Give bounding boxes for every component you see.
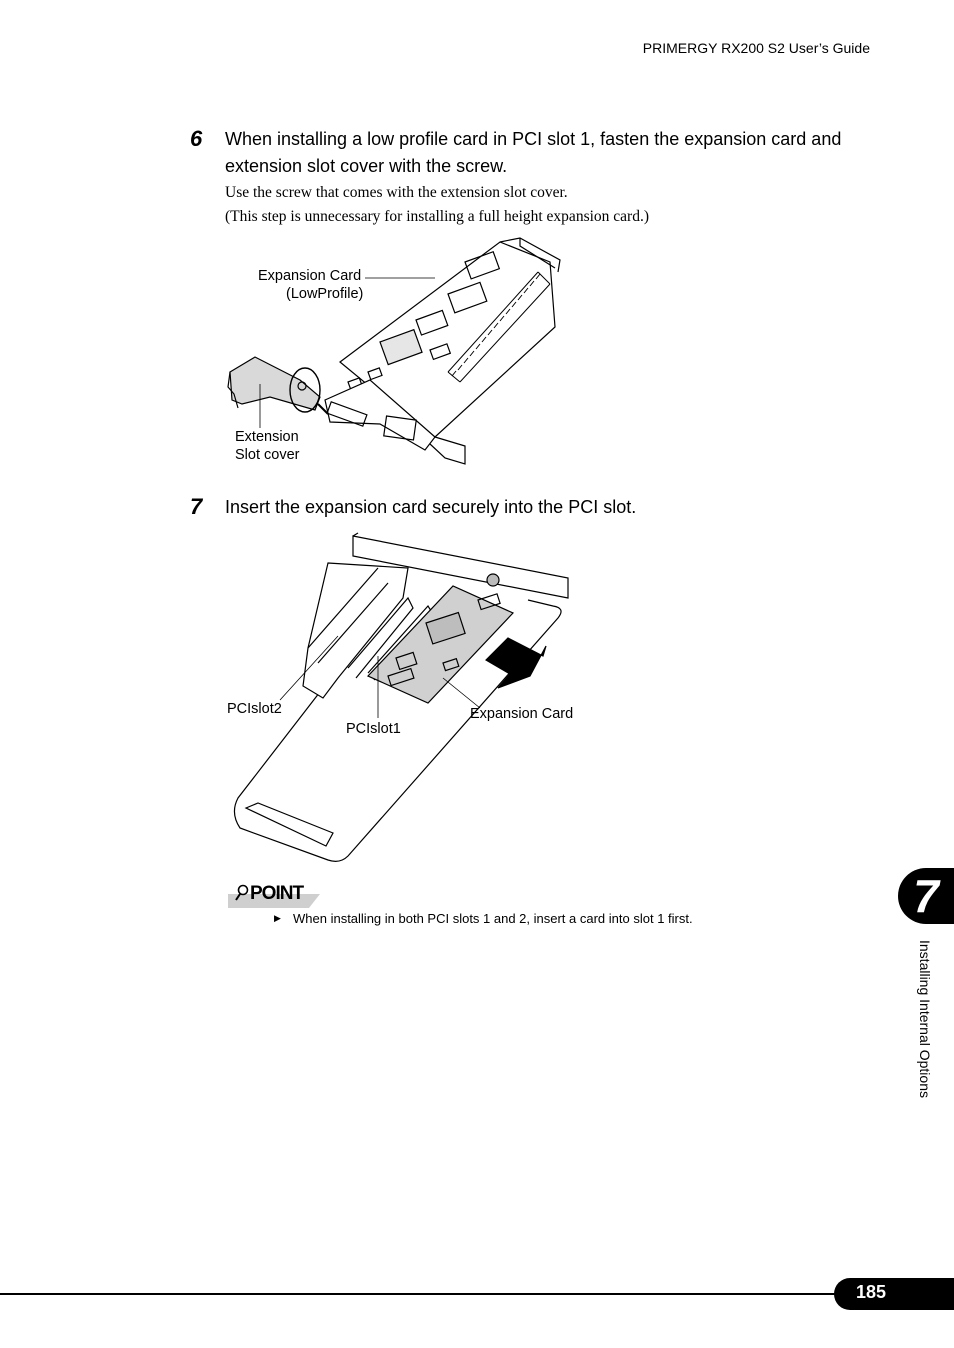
step-6-note-1: Use the screw that comes with the extens… <box>225 184 568 201</box>
page-number: 185 <box>856 1282 887 1302</box>
step-6-text-line2: extension slot cover with the screw. <box>225 156 508 176</box>
step-6-note-2: (This step is unnecessary for installing… <box>225 208 649 225</box>
bullet-triangle-icon: ▶ <box>274 913 281 923</box>
chapter-tab: 7 <box>898 868 954 924</box>
figure-pci-slot-insertion-illustration <box>228 528 578 868</box>
point-bullet-text: When installing in both PCI slots 1 and … <box>293 911 693 926</box>
step-7-text: Insert the expansion card securely into … <box>225 497 637 517</box>
label-pci-slot-1: PCIslot1 <box>346 721 401 737</box>
label-expansion-card: Expansion Card <box>470 706 574 722</box>
label-extension-slot-cover-line1: Extension <box>235 429 299 445</box>
chapter-side-title: Installing Internal Options <box>917 940 933 1098</box>
label-expansion-card-lowprofile-line1: Expansion Card <box>258 268 362 284</box>
footer-rule <box>0 1293 860 1295</box>
chapter-number: 7 <box>913 870 939 922</box>
step-6-text-line1: When installing a low profile card in PC… <box>225 129 842 149</box>
point-badge: POINT <box>228 883 320 910</box>
figure-lowprofile-card-illustration <box>220 232 580 472</box>
magnifier-icon <box>234 884 250 902</box>
label-extension-slot-cover-line2: Slot cover <box>235 447 300 463</box>
running-header: PRIMERGY RX200 S2 User’s Guide <box>642 40 870 56</box>
label-expansion-card-lowprofile-line2: (LowProfile) <box>286 286 364 302</box>
step-6-number: 6 <box>190 126 203 151</box>
label-pci-slot-2: PCIslot2 <box>227 701 282 717</box>
page-number-tab: 185 <box>834 1278 954 1310</box>
step-7-number: 7 <box>190 494 203 519</box>
point-heading: POINT <box>250 883 304 904</box>
